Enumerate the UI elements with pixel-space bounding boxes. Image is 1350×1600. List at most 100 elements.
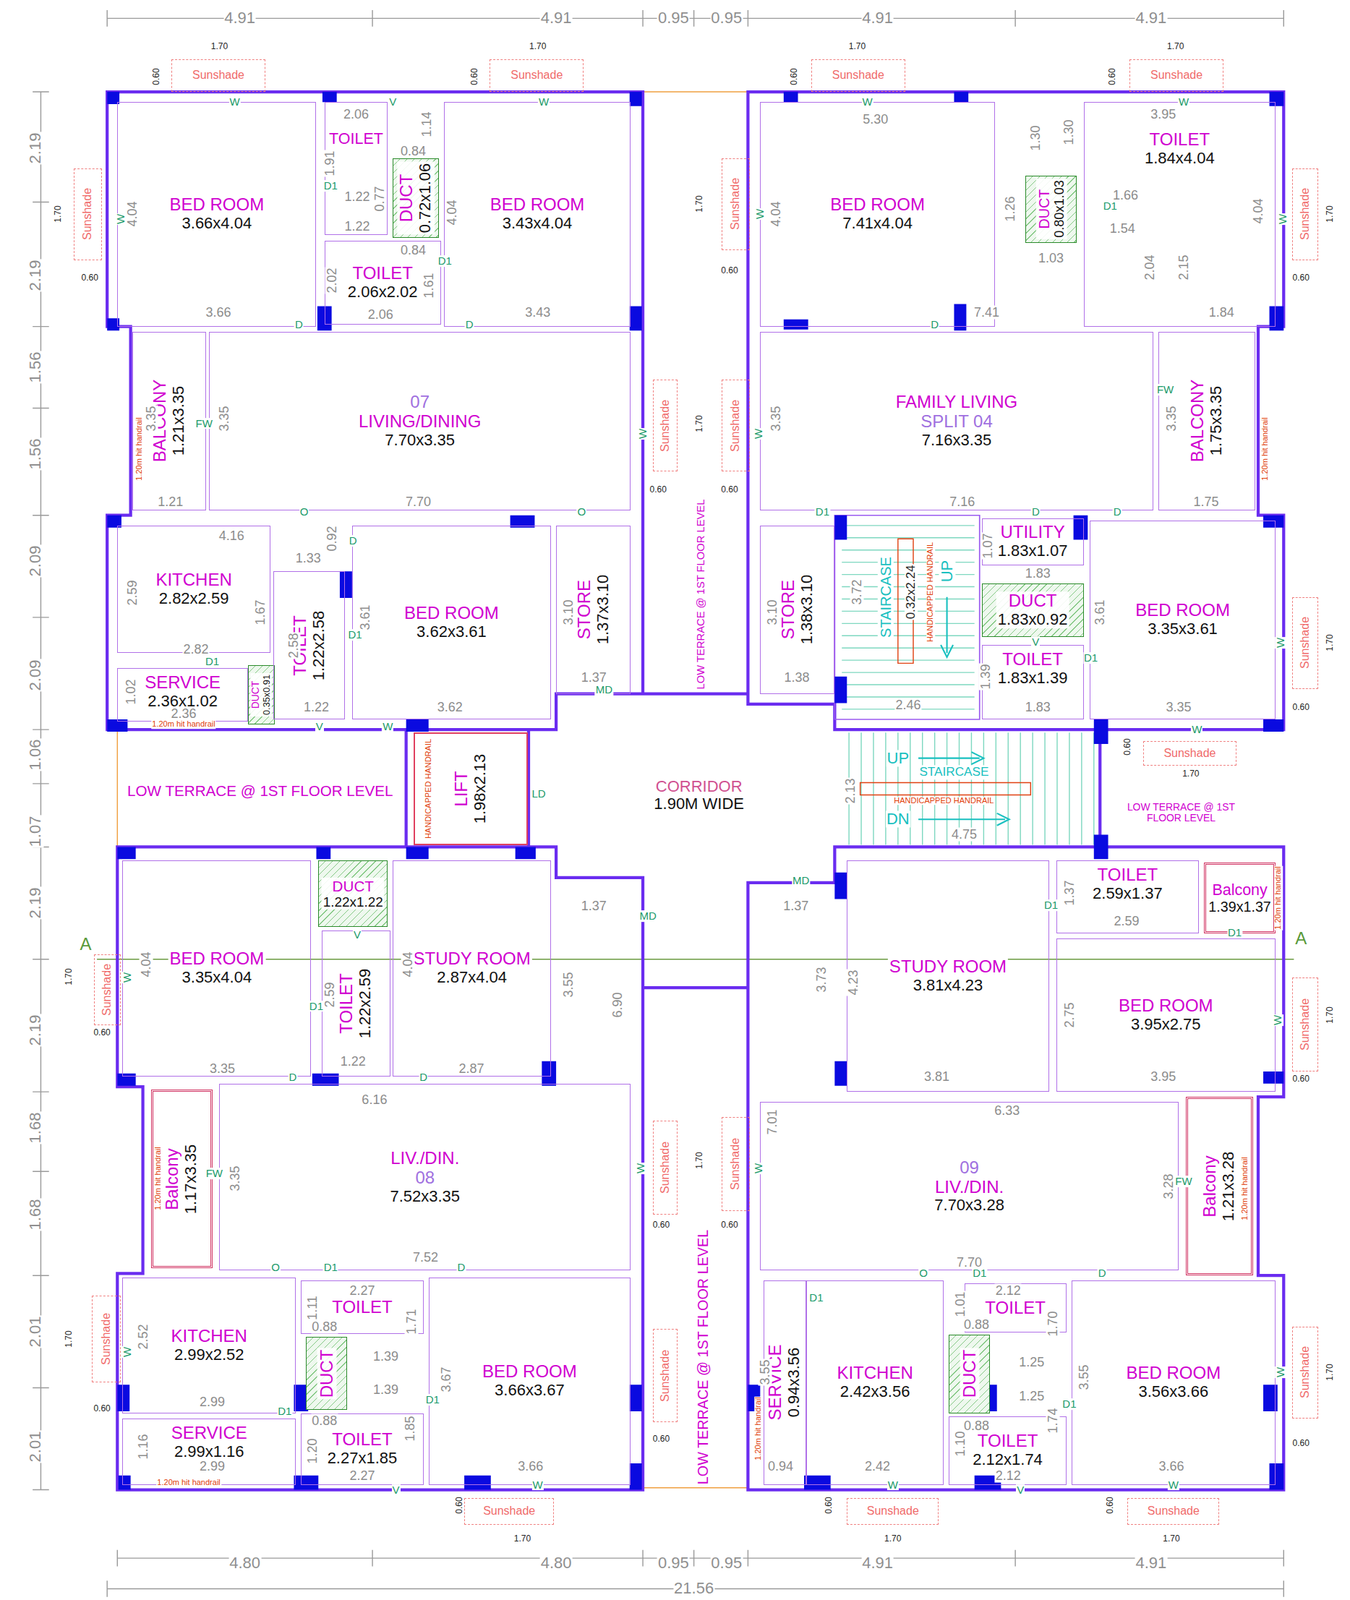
room-size: 2.82x2.59	[155, 590, 232, 609]
text-wrap: STUDY ROOM2.87x4.04	[412, 950, 533, 988]
room-name: TOILET	[1144, 130, 1215, 150]
opening-tag: D	[464, 318, 475, 331]
room-size: 3.95x2.75	[1118, 1015, 1214, 1035]
dimension-label: 2.46	[894, 698, 922, 713]
dimension-label: 1.39	[372, 1349, 400, 1364]
room: TOILET1.22x2.58	[273, 571, 345, 720]
dimension-label: 1.03	[1037, 251, 1065, 266]
section-mark: A	[79, 934, 93, 954]
area: STAIRCASE	[898, 763, 1011, 782]
dimension-label: 2.01	[27, 1430, 45, 1464]
sunshade-dimension: 0.60	[1292, 273, 1311, 283]
text-wrap: LIFT1.98x2.13	[451, 752, 490, 826]
sunshade-dimension: 0.60	[652, 1434, 671, 1445]
room-name: TOILET	[327, 1430, 398, 1450]
opening-tag: W	[122, 1346, 134, 1358]
opening-tag: D	[1097, 1267, 1108, 1280]
text-wrap: BED ROOM7.41x4.04	[828, 195, 927, 234]
dimension-label: 2.19	[27, 1014, 45, 1048]
sunshade-dimension: 1.70	[63, 967, 74, 986]
dimension-label: 4.04	[401, 950, 416, 978]
sunshade-dimension: 0.60	[470, 67, 480, 86]
text-wrap: BED ROOM3.66x3.67	[480, 1363, 579, 1401]
dimension-label: 1.30	[1061, 119, 1076, 147]
room-name: BED ROOM	[1126, 1364, 1222, 1384]
text-wrap: DUCT	[316, 1347, 337, 1400]
sunshade-name: Sunshade	[1150, 68, 1203, 82]
dimension-label: 1.37	[580, 899, 608, 914]
duct: DUCT	[305, 1336, 347, 1411]
room-name: KITCHEN	[836, 1364, 913, 1384]
text-wrap: Sunshade	[1298, 997, 1312, 1053]
room-name: LOW TERRACE @ 1ST FLOOR LEVEL	[127, 782, 393, 800]
sunshade: Sunshade	[721, 158, 751, 251]
room-name: BALCONY	[1188, 379, 1208, 463]
dimension-label: 3.55	[758, 1359, 773, 1387]
dimension-label: 1.70	[1046, 1310, 1061, 1337]
sunshade-name: Sunshade	[729, 1138, 743, 1191]
text-wrap: CORRIDOR1.90M WIDE	[652, 778, 746, 814]
dimension-label: 2.09	[27, 659, 45, 692]
dimension-label: 3.61	[1093, 598, 1108, 626]
room-name: LOW TERRACE @ 1ST FLOOR LEVEL	[694, 1229, 711, 1485]
dimension-label: 2.59	[125, 579, 140, 606]
text-wrap: TOILET1.83x1.39	[996, 650, 1070, 688]
text-wrap: KITCHEN2.99x2.52	[169, 1326, 249, 1365]
room-size: 1.22x1.22	[323, 894, 384, 910]
handrail-note: 1.20m hit handrail	[154, 1146, 163, 1211]
text-wrap: LOW TERRACE @ 1ST FLOOR LEVEL	[694, 498, 708, 692]
dimension-label: 2.59	[1112, 914, 1140, 929]
text-wrap: 07LIVING/DINING7.70x3.35	[357, 392, 483, 450]
dimension-label: 1.16	[135, 1433, 150, 1461]
dimension-label: 0.77	[373, 185, 387, 213]
handrail-dimension: 0.32x2.24	[904, 564, 918, 620]
opening-tag: FW	[195, 417, 214, 430]
dimension-label: 2.19	[27, 887, 45, 920]
dimension-label: 1.83	[1024, 566, 1052, 581]
opening-tag: D1	[276, 1405, 293, 1418]
sunshade-dimension: 1.70	[210, 41, 229, 51]
dimension-label: 2.01	[27, 1315, 45, 1348]
dimension-label: 0.95	[710, 10, 743, 27]
dimension-lines	[32, 10, 1284, 1598]
room-size: 7.16x3.35	[895, 431, 1019, 450]
room-size: 1.98x2.13	[471, 754, 490, 825]
opening-tag: FW	[1174, 1175, 1193, 1188]
room-size: 2.42x3.56	[836, 1383, 913, 1402]
text-wrap: FAMILY LIVINGSPLIT 047.16x3.35	[894, 392, 1020, 450]
text-wrap: TOILET	[983, 1298, 1048, 1319]
sunshade-dimension: 0.60	[151, 67, 162, 86]
text-wrap: TOILET	[327, 130, 385, 148]
duct: DUCT1.22x1.22	[318, 860, 388, 927]
dimension-label: 1.39	[372, 1383, 400, 1398]
text-wrap: BALCONY1.75x3.35	[1188, 378, 1226, 465]
dimension-label: 1.14	[419, 111, 434, 139]
opening-tag: MD	[791, 874, 810, 887]
dimension-label: 1.38	[783, 671, 811, 685]
opening-tag: MD	[595, 684, 614, 696]
room-name: BED ROOM	[169, 195, 265, 216]
sunshade-dimension: 0.60	[652, 1219, 671, 1230]
sunshade: Sunshade	[489, 59, 584, 92]
dimension-label: 3.10	[765, 598, 780, 626]
opening-tag: O	[270, 1261, 281, 1274]
room-name: STUDY ROOM	[889, 957, 1007, 977]
room-name: TOILET	[347, 263, 418, 284]
handrail-note: 1.20m hit handrail	[754, 1396, 763, 1461]
sunshade: Sunshade	[721, 1117, 751, 1212]
room-name: Balcony	[1201, 1151, 1221, 1222]
opening-tag: O	[577, 506, 588, 519]
dimension-label: 1.21	[156, 495, 184, 510]
room-size: 2.27x1.85	[327, 1449, 398, 1468]
dimension-label: 1.20	[305, 1437, 319, 1465]
opening-tag: W	[887, 1479, 899, 1492]
sunshade-dimension: 0.60	[824, 1496, 834, 1515]
room: BED ROOM3.66x3.67	[428, 1277, 631, 1486]
room-name: LOW TERRACE @ 1ST FLOOR LEVEL	[694, 499, 708, 690]
dimension-label: 3.35	[227, 1165, 242, 1193]
opening-tag: W	[532, 1479, 544, 1492]
opening-tag: V	[391, 1484, 401, 1497]
opening-tag: V	[1031, 636, 1040, 648]
dimension-label: 4.91	[1134, 10, 1168, 27]
room-name: DUCT	[959, 1350, 980, 1399]
